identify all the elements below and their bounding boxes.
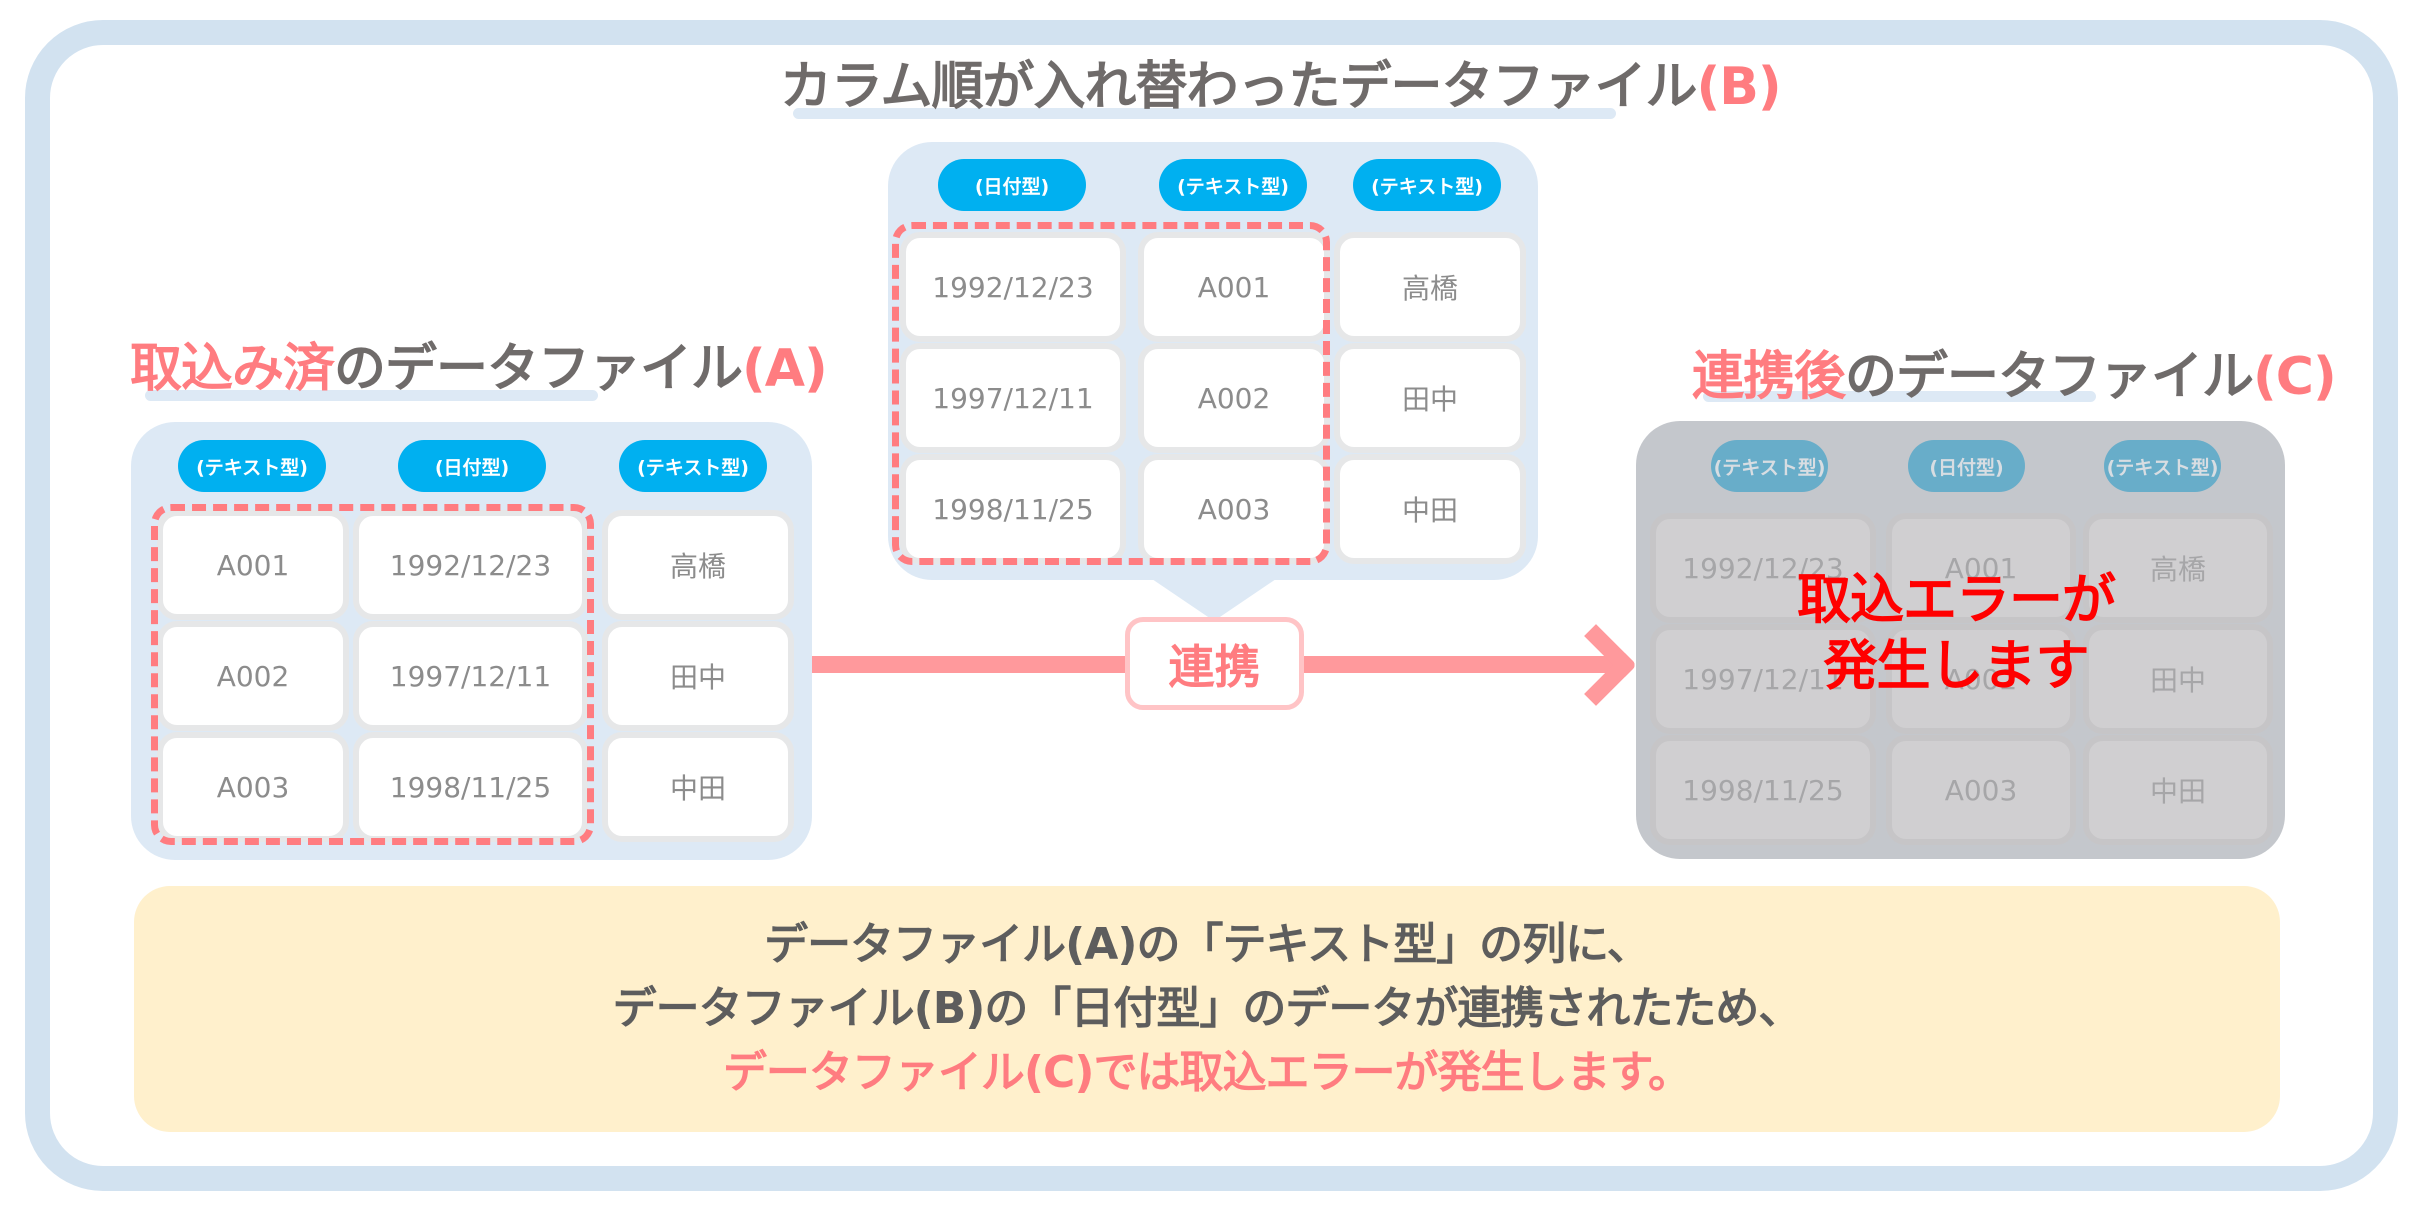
file-a-header-3: (テキスト型)	[619, 440, 767, 492]
file-b-cell: 1998/11/25	[900, 454, 1126, 564]
file-c-cell: A002	[1886, 624, 2076, 734]
file-a-title-underline	[145, 390, 598, 401]
file-b-cell: 高橋	[1334, 232, 1526, 342]
file-c-cell: 1992/12/23	[1650, 513, 1876, 623]
file-c-header-3: (テキスト型)	[2104, 440, 2221, 492]
file-a-header-1: (テキスト型)	[178, 440, 326, 492]
file-a-title: 取込み済のデータファイル(A)	[130, 326, 828, 401]
file-a-title-suffix: (A)	[742, 339, 828, 399]
file-a-cell: A003	[157, 732, 349, 842]
file-c-cell: A003	[1886, 735, 2076, 845]
file-c-cell: 1998/11/25	[1650, 735, 1876, 845]
file-c-title: 連携後のデータファイル(C)	[1692, 334, 2337, 409]
file-a-cell: 高橋	[602, 510, 794, 620]
file-a-panel: (テキスト型) (日付型) (テキスト型) A001 1992/12/23 高橋…	[131, 422, 812, 860]
file-a-cell: A001	[157, 510, 349, 620]
file-c-title-underline	[1703, 391, 2096, 402]
file-a-title-main: のデータファイル	[334, 339, 743, 399]
file-a-header-2: (日付型)	[398, 440, 546, 492]
file-b-title-underline	[793, 108, 1616, 119]
file-b-panel: (日付型) (テキスト型) (テキスト型) 1992/12/23 A001 高橋…	[888, 142, 1538, 580]
file-c-cell: 高橋	[2083, 513, 2273, 623]
file-b-cell: 1997/12/11	[900, 343, 1126, 453]
note-line-3: データファイル(C)では取込エラーが発生します。	[722, 1047, 1692, 1098]
file-b-header-3: (テキスト型)	[1353, 159, 1501, 211]
note-line-2: データファイル(B)の「日付型」のデータが連携されたため、	[612, 983, 1803, 1034]
file-c-title-suffix: (C)	[2253, 347, 2337, 407]
file-b-cell: 1992/12/23	[900, 232, 1126, 342]
file-b-cell: A002	[1138, 343, 1330, 453]
file-a-cell: 田中	[602, 621, 794, 731]
file-c-title-main: のデータファイル	[1845, 347, 2254, 407]
file-b-pointer	[1152, 579, 1276, 621]
file-a-cell: 中田	[602, 732, 794, 842]
explanation-note: データファイル(A)の「テキスト型」の列に、 データファイル(B)の「日付型」の…	[134, 886, 2280, 1132]
note-line-1: データファイル(A)の「テキスト型」の列に、	[764, 919, 1651, 970]
link-label-box: 連携	[1125, 617, 1304, 710]
file-c-title-highlight: 連携後	[1692, 347, 1846, 407]
file-b-cell: A001	[1138, 232, 1330, 342]
file-b-header-1: (日付型)	[938, 159, 1086, 211]
file-c-cell: 1997/12/11	[1650, 624, 1876, 734]
file-b-title-suffix: (B)	[1696, 57, 1781, 117]
import-error-message: 取込エラーが 発生します	[1766, 567, 2146, 699]
file-a-cell: 1992/12/23	[353, 510, 588, 620]
file-c-header-1: (テキスト型)	[1711, 440, 1828, 492]
file-a-cell: 1998/11/25	[353, 732, 588, 842]
file-b-cell: 田中	[1334, 343, 1526, 453]
file-c-cell: A001	[1886, 513, 2076, 623]
file-a-cell: 1997/12/11	[353, 621, 588, 731]
file-b-header-2: (テキスト型)	[1159, 159, 1307, 211]
file-b-cell: A003	[1138, 454, 1330, 564]
file-c-panel: (テキスト型) (日付型) (テキスト型) 1992/12/23 A001 高橋…	[1636, 421, 2285, 859]
file-c-cell: 田中	[2083, 624, 2273, 734]
file-b-title: カラム順が入れ替わったデータファイル(B)	[780, 44, 1782, 119]
file-c-cell: 中田	[2083, 735, 2273, 845]
file-c-header-2: (日付型)	[1908, 440, 2025, 492]
file-a-cell: A002	[157, 621, 349, 731]
import-error-line-2: 発生します	[1823, 634, 2090, 697]
file-a-title-highlight: 取込み済	[130, 339, 335, 399]
import-error-line-1: 取込エラーが	[1797, 568, 2116, 631]
link-label: 連携	[1168, 639, 1261, 694]
file-b-title-main: カラム順が入れ替わったデータファイル	[780, 57, 1697, 117]
file-b-cell: 中田	[1334, 454, 1526, 564]
